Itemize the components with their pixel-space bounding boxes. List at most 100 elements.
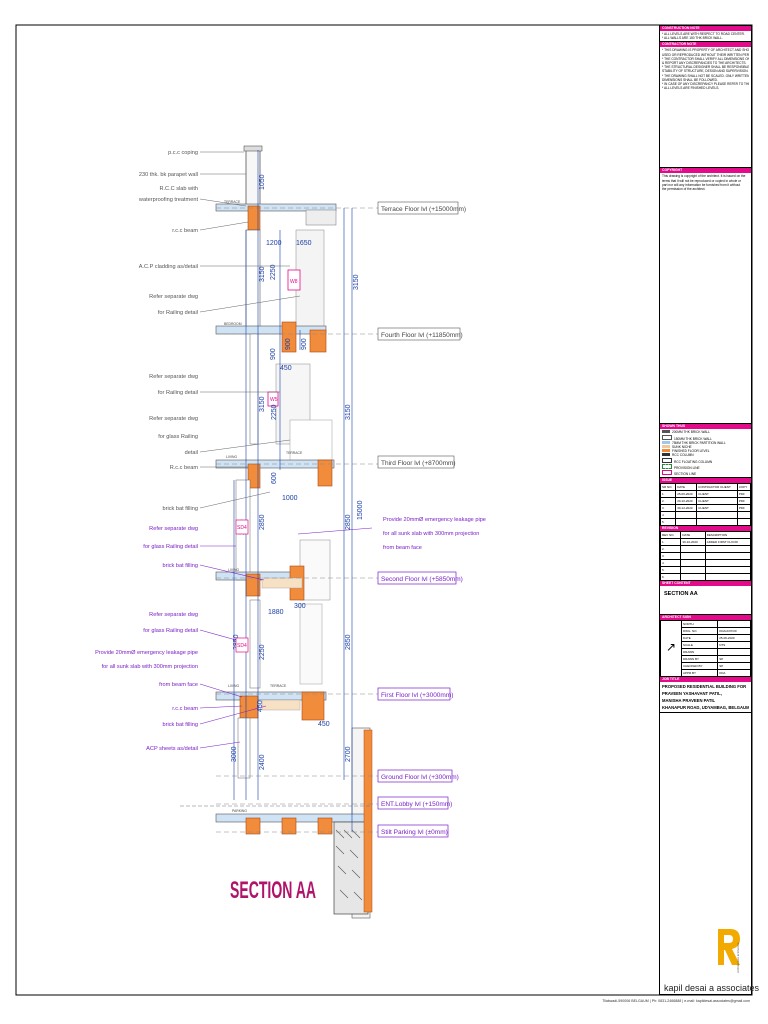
contractor-notes: * THIS DRAWING IS PROPERTY OF ARCHITECT … [660,47,751,169]
footnote: Tilakwadi-590006 BELGAUM | Ph: 0831-2466… [602,999,750,1003]
annotation: R.c.c beam [170,465,199,471]
revision-col: DESCRIPTION [704,531,751,540]
building-section [180,145,373,919]
issue-head: ISSUE [660,478,751,484]
annotation: Provide 20mmØ emergency leakage pipe [95,650,198,656]
level-lines [216,207,378,833]
north-arrow-cell: ↗ [660,620,682,678]
annotation: for glass Railing detail [143,628,198,634]
level-label: ENT.Lobby lvl (+150mm) [381,801,452,808]
annotation: for all sunk slab with 300mm projection [383,531,479,537]
annotation: for Railing detail [158,390,198,396]
legend-item: PROVISION LINE [662,463,749,470]
window-tags: W8 W5 SD4 SD4 [235,279,298,653]
note-line: * ALL LEVELS ARE WITH RESPECT TO ROAD CE… [662,32,745,36]
dim-inner: 2400 [259,754,266,770]
dim-small: 900 [301,338,308,350]
table-row: 5. [660,518,751,527]
level-label: First Floor lvl (+3000mm) [381,692,453,699]
annotation: brick bat filling [163,506,198,512]
legend-item: 150MM THK BRICK WALL [662,434,749,441]
table-row: 3. [660,552,751,561]
sheet-border [15,24,753,996]
revision-col: DATE [680,531,706,540]
room-tag: TERRACE [270,684,287,688]
legend-item: RCC COLUMN [662,453,749,457]
dim-right: 15000 [357,500,364,520]
dim-right: 2700 [345,746,352,762]
dim-horizontal: 450 [318,721,330,728]
window-tag: W5 [270,397,278,403]
issue-col: CONTRACTOR CLIENT [696,483,738,492]
logo-letter: R [712,925,713,926]
firm-logo-icon: R Architecture & Interiors [712,925,740,973]
dim-horizontal: 1880 [268,609,284,616]
legend-item: 200MM THK BRICK WALL [662,430,749,434]
room-tag: LIVING [228,684,239,688]
legend-item: 75MM THK BRICK PARTITION WALL [662,440,749,445]
annotation: Refer separate dwg [149,612,198,618]
annotation: p.c.c coping [168,150,198,156]
section-title: SECTION AA [230,877,316,904]
annotation: 230 thk. bk parapet wall [139,172,198,178]
dim-inner: 2250 [270,264,277,280]
dim-right: 2850 [345,514,352,530]
logo-tagline: Architecture & Interiors [736,942,740,973]
table-row: 6. [660,573,751,582]
dim-left: 1050 [259,174,266,190]
sheet-content: SECTION AA [660,586,751,616]
note-line: * THE DRAWING SHALL NOT BE SCALED. ONLY … [662,73,749,78]
contractor-note-head: CONTRACTOR NOTE [660,42,751,48]
annotation: for glass Railing detail [143,544,198,550]
annotation: Refer separate dwg [149,294,198,300]
annotation: A.C.P cladding as/detail [139,264,198,270]
copyright-line: terms that it will not be reproduced or … [662,178,742,183]
note-line: & REPORT ANY DISCREPANCIES TO THE ARCHIT… [662,61,747,66]
table-row: 2. [660,545,751,554]
window-tag: SD4 [237,525,247,531]
note-line: STABILITY OF STRUCTURE, DESIGN AND SUPER… [662,69,749,74]
room-tag: BEDROOM [224,322,242,326]
legend-item: FINISHED FLOOR LEVEL [662,449,749,453]
room-tag: TERRACE [224,200,241,204]
legend-head: SHOWN THUS [660,424,751,430]
note-line: * THE CONTRACTOR SHALL VERIFY ALL DIMENS… [662,56,749,61]
issue-col: COPY [736,483,751,492]
annotation: Refer separate dwg [149,416,198,422]
dim-small: 300 [294,603,306,610]
window-tag: W8 [290,279,298,285]
issue-col: SR NO. [660,483,677,492]
room-tag: LIVING [226,455,237,459]
note-line: * ALL LEVELS ARE FINISHED LEVELS. [662,86,720,91]
dim-left: 3000 [231,746,238,762]
dim-right: 2850 [345,634,352,650]
dim-small: 450 [280,365,292,372]
window-tag: SD4 [237,643,247,649]
left-annotations: p.c.c coping 230 thk. bk parapet wall R.… [138,150,199,512]
note-line: * IN CASE OF ANY DISCREPANCY PLEASE REFE… [662,82,749,87]
note-line: * THIS DRAWING IS PROPERTY OF ARCHITECT … [662,48,749,53]
table-row: 4. [660,559,751,568]
note-line: USED OR REPRODUCED WITHOUT THEIR WRITTEN… [662,52,749,57]
copyright-head: COPYRIGHT [660,168,751,174]
room-tag: LIVING [228,568,239,572]
annotation: r.c.c beam [172,706,198,712]
issue-col: DATE [675,483,698,492]
legend-item: SUNK NICHE [662,445,749,449]
room-tags: TERRACE BEDROOM TERRACE LIVING LIVING LI… [224,200,303,813]
dim-left: 3150 [259,396,266,412]
level-label: Fourth Floor lvl (+11850mm) [381,332,463,339]
construction-notes: * ALL LEVELS ARE WITH RESPECT TO ROAD CE… [660,31,751,43]
annotation: from beam face [159,682,198,688]
dimension-lines [233,150,353,832]
table-row: 5. [660,566,751,575]
legend-item: SECTION LINE [662,470,749,476]
annotation: Provide 20mmØ emergency leakage pipe [383,517,486,523]
dim-horizontal: 1200 [266,240,282,247]
issue-table: SR NO. DATE CONTRACTOR CLIENT COPY 1.25-… [660,483,751,527]
